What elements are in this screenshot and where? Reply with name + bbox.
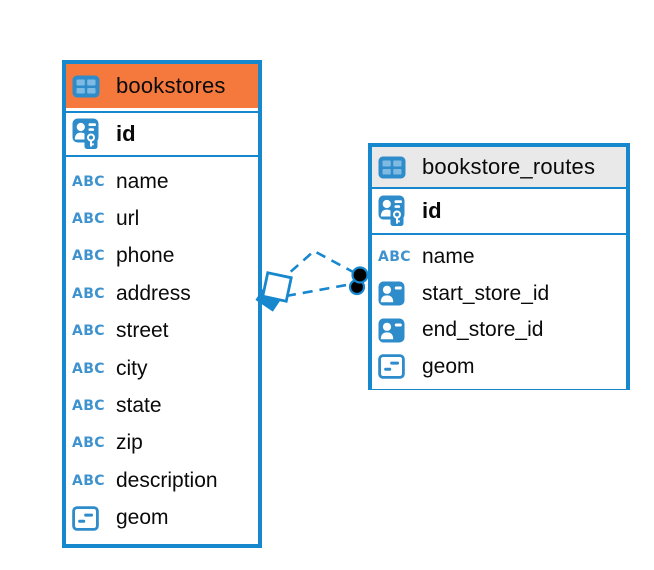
table-title: bookstore_routes bbox=[422, 154, 596, 179]
table-bookstore-routes[interactable]: bookstore_routes id ABC name start_store_i… bbox=[368, 143, 630, 390]
column-row-geom[interactable]: geom bbox=[66, 500, 258, 537]
text-type-icon: ABC bbox=[72, 472, 105, 489]
primary-key-name: id bbox=[422, 198, 442, 223]
column-name: geom bbox=[422, 354, 475, 378]
primary-key-icon bbox=[378, 195, 412, 227]
column-name: description bbox=[116, 468, 218, 492]
text-type-icon: ABC bbox=[72, 360, 105, 377]
column-row-city[interactable]: ABC city bbox=[66, 350, 258, 387]
primary-key-row[interactable]: id bbox=[372, 189, 626, 233]
text-type-icon: ABC bbox=[72, 173, 105, 190]
column-name: name bbox=[422, 245, 475, 269]
text-type-icon: ABC bbox=[72, 248, 105, 265]
column-name: city bbox=[116, 356, 148, 380]
column-name: geom bbox=[116, 506, 169, 530]
relationship-connector bbox=[255, 249, 369, 312]
relationship-line-upper bbox=[277, 249, 356, 284]
relationship-line-lower bbox=[285, 282, 353, 298]
column-row-state[interactable]: ABC state bbox=[66, 387, 258, 424]
column-row-street[interactable]: ABC street bbox=[66, 313, 258, 350]
header-divider bbox=[66, 111, 258, 113]
geometry-type-icon bbox=[378, 354, 412, 380]
column-row-name[interactable]: ABC name bbox=[372, 239, 626, 276]
text-type-icon: ABC bbox=[72, 398, 105, 415]
pk-divider bbox=[66, 155, 258, 157]
column-row-name[interactable]: ABC name bbox=[66, 163, 258, 200]
column-name: start_store_id bbox=[422, 281, 550, 305]
header-gap bbox=[66, 108, 258, 111]
text-type-icon: ABC bbox=[72, 435, 105, 452]
geometry-type-icon bbox=[72, 505, 106, 531]
column-name: street bbox=[116, 319, 169, 343]
foreign-key-type-icon bbox=[378, 318, 412, 343]
table-icon bbox=[72, 75, 106, 98]
foreign-key-type-icon bbox=[378, 281, 412, 306]
text-type-icon: ABC bbox=[378, 249, 411, 266]
header-divider bbox=[372, 187, 626, 189]
column-row-geom[interactable]: geom bbox=[372, 349, 626, 386]
primary-key-icon bbox=[72, 118, 106, 150]
table-title: bookstores bbox=[116, 73, 226, 98]
column-row-zip[interactable]: ABC zip bbox=[66, 425, 258, 462]
column-row-address[interactable]: ABC address bbox=[66, 275, 258, 312]
column-name: address bbox=[116, 281, 191, 305]
column-name: zip bbox=[116, 431, 143, 455]
text-type-icon: ABC bbox=[72, 323, 105, 340]
column-name: phone bbox=[116, 244, 175, 268]
one-side-marker bbox=[348, 266, 369, 296]
column-name: state bbox=[116, 394, 162, 418]
column-row-phone[interactable]: ABC phone bbox=[66, 238, 258, 275]
table-header-bookstores[interactable]: bookstores bbox=[66, 64, 258, 108]
primary-key-row[interactable]: id bbox=[66, 113, 258, 155]
column-row-start_store_id[interactable]: start_store_id bbox=[372, 276, 626, 313]
table-header-bookstore-routes[interactable]: bookstore_routes bbox=[372, 147, 626, 187]
column-name: url bbox=[116, 207, 140, 231]
primary-key-name: id bbox=[116, 121, 136, 146]
column-row-url[interactable]: ABC url bbox=[66, 200, 258, 237]
column-row-end_store_id[interactable]: end_store_id bbox=[372, 312, 626, 349]
text-type-icon: ABC bbox=[72, 285, 105, 302]
column-row-description[interactable]: ABC description bbox=[66, 462, 258, 499]
text-type-icon: ABC bbox=[72, 211, 105, 228]
column-name: end_store_id bbox=[422, 318, 544, 342]
table-icon bbox=[378, 156, 412, 179]
pk-divider bbox=[372, 233, 626, 235]
column-name: name bbox=[116, 169, 169, 193]
